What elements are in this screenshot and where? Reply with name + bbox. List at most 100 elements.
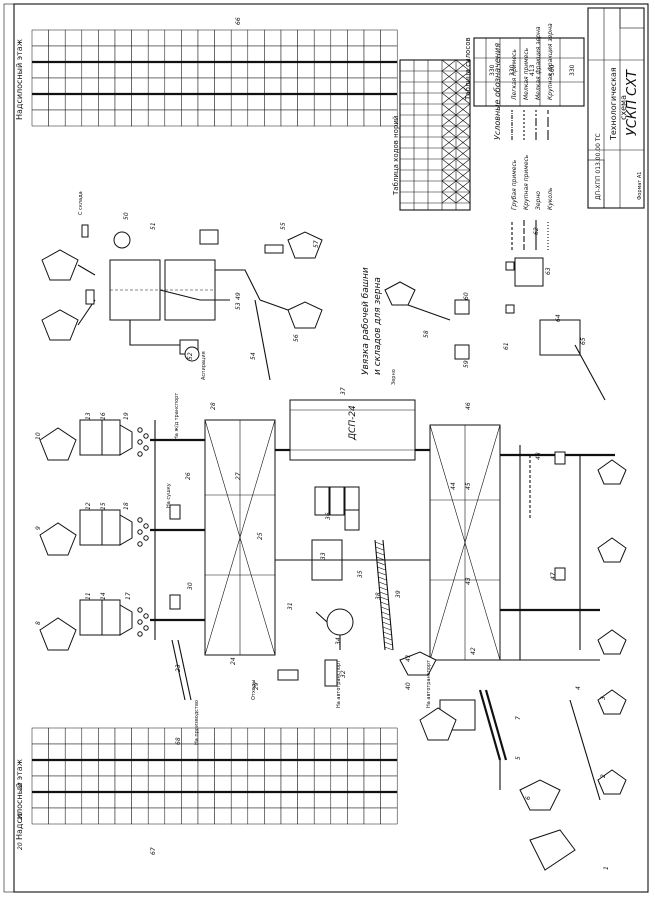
callout-number: 54	[250, 352, 257, 360]
silo-cell	[98, 109, 116, 127]
silo-cell	[98, 727, 116, 745]
note-from-warehouse: С склада	[78, 191, 84, 215]
callout-number: 1	[603, 866, 610, 870]
silo-cell	[181, 29, 199, 47]
silo-cell	[247, 93, 265, 111]
silo-cell	[114, 61, 132, 79]
silo-cell	[247, 807, 265, 825]
note-to-production: На производство	[194, 700, 200, 745]
silo-table-value: 500	[549, 64, 556, 76]
silo-cell	[297, 791, 315, 809]
silo-cell	[247, 775, 265, 793]
silo-table-value: 330	[569, 64, 576, 76]
flow-notes: На производство На автотранспорт На авто…	[78, 191, 432, 745]
silo-cell	[214, 61, 232, 79]
silo-cell	[330, 775, 348, 793]
upper-silo-grid	[31, 29, 398, 127]
silo-cell	[114, 77, 132, 95]
silo-cell	[147, 93, 166, 111]
callout-number: 68	[175, 737, 182, 745]
silo-cell	[280, 109, 298, 127]
silo-cell	[264, 45, 282, 63]
silo-cell	[48, 743, 66, 761]
callout-numbers: 1234567891011121314151617181920212223242…	[17, 17, 610, 870]
silo-cell	[313, 807, 332, 825]
silo-cell	[247, 29, 265, 47]
callout-number: 28	[210, 402, 217, 410]
silo-cell	[363, 743, 381, 761]
callout-number: 62	[533, 227, 540, 235]
silo-cell	[247, 61, 265, 79]
silo-cell	[81, 727, 99, 745]
silo-cell	[98, 791, 116, 809]
lower-equipment	[277, 651, 627, 871]
silo-cell	[48, 77, 66, 95]
silo-cell	[313, 775, 332, 793]
silo-cell	[147, 791, 166, 809]
callout-number: 44	[450, 482, 457, 490]
callout-number: 33	[320, 552, 327, 560]
callout-number: 8	[35, 621, 42, 625]
silo-cell	[230, 807, 249, 825]
silo-cell	[214, 759, 232, 777]
silo-cell	[31, 45, 49, 63]
silo-cell	[330, 727, 348, 745]
silo-cell	[313, 29, 332, 47]
silo-cell	[131, 759, 149, 777]
silo-cell	[297, 61, 315, 79]
callout-number: 41	[405, 654, 412, 662]
silo-cell	[131, 93, 149, 111]
silo-cell	[313, 759, 332, 777]
silo-cell	[164, 93, 182, 111]
callout-number: 37	[340, 387, 347, 395]
silo-cell	[98, 775, 116, 793]
legend-item-label: Крупная примесь	[523, 154, 530, 210]
callout-number: 4	[575, 686, 582, 690]
legend-item-label: Мелкая фракция зерна	[535, 26, 542, 100]
silo-cell	[230, 61, 249, 79]
silo-cell	[264, 61, 282, 79]
callout-number: 11	[85, 592, 92, 600]
silo-cell	[31, 727, 49, 745]
silo-cell	[297, 775, 315, 793]
silo-cell	[197, 775, 215, 793]
silo-cell	[64, 109, 83, 127]
callout-number: 47	[550, 572, 557, 580]
silo-cell	[363, 807, 381, 825]
silo-cell	[313, 77, 332, 95]
callout-number: 55	[280, 222, 287, 230]
silo-cell	[31, 743, 49, 761]
silo-cell	[197, 791, 215, 809]
legend-item-label: Зерно	[535, 191, 542, 210]
callout-number: 6	[525, 796, 532, 800]
callout-number: 5	[515, 756, 522, 760]
silo-cell	[147, 759, 166, 777]
silo-cell	[380, 109, 398, 127]
silo-cell	[147, 109, 166, 127]
callout-number: 65	[580, 337, 587, 345]
lower-silo-grid	[31, 727, 398, 825]
silo-cell	[347, 109, 365, 127]
silo-cell	[347, 743, 365, 761]
format-note: Формат А1	[637, 172, 643, 200]
silo-cell	[98, 61, 116, 79]
silo-cell	[330, 759, 348, 777]
silo-cell	[264, 93, 282, 111]
silo-cell	[380, 727, 398, 745]
silo-cell	[114, 109, 132, 127]
silo-cell	[181, 759, 199, 777]
silo-cell	[297, 45, 315, 63]
silo-cell	[64, 807, 83, 825]
silo-cell	[363, 791, 381, 809]
silo-cell	[164, 109, 182, 127]
silo-cell	[214, 791, 232, 809]
silo-cell	[363, 109, 381, 127]
callout-number: 66	[235, 17, 242, 25]
silo-cell	[247, 727, 265, 745]
routes-table-title: Таблица ходов норий	[392, 116, 400, 197]
silo-cell	[164, 775, 182, 793]
callout-number: 32	[340, 670, 347, 678]
silo-cell	[330, 93, 348, 111]
silo-cell	[64, 727, 83, 745]
silo-cell	[197, 743, 215, 761]
